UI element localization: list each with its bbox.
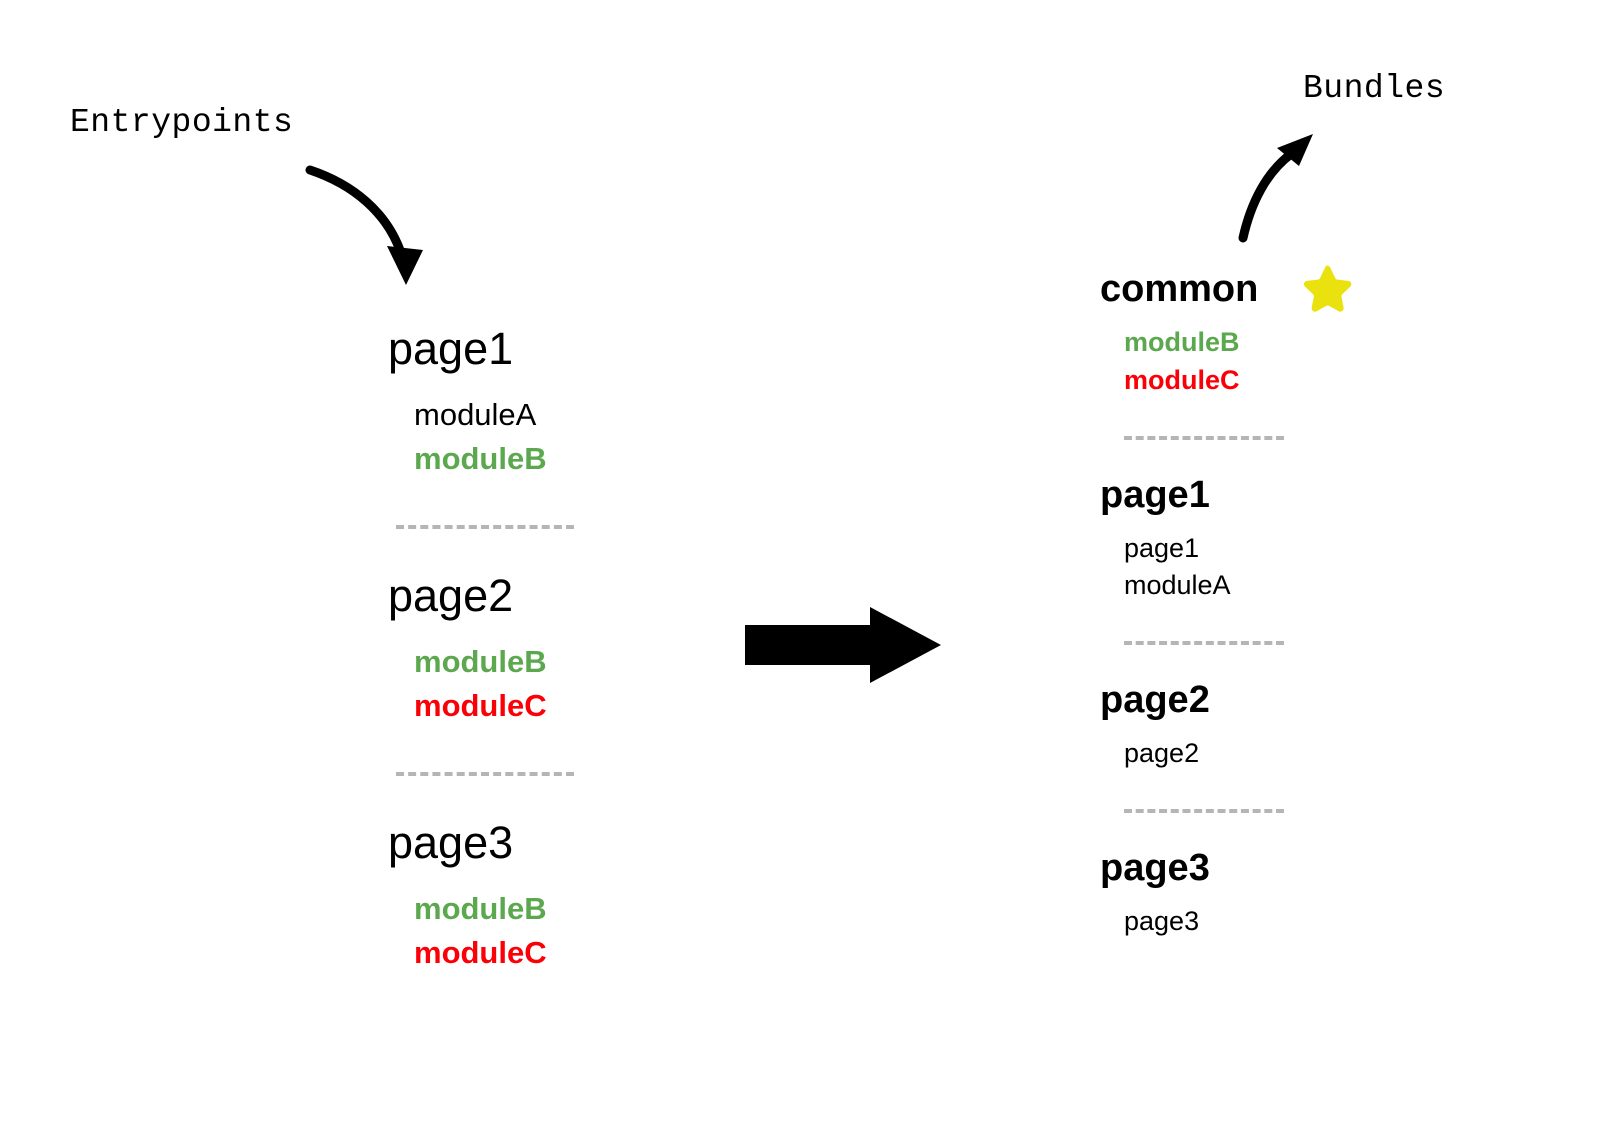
group-separator [1124,435,1284,440]
group-separator [1124,641,1284,646]
bundle-content-item: moduleA [1124,570,1231,601]
module-item: moduleC [414,935,547,971]
bundle-title: common [1100,268,1259,310]
bundle-title: page3 [1100,846,1210,889]
curved-arrow-down-right-icon [305,165,423,285]
entrypoint-group: page1 moduleA moduleB [388,326,648,481]
entrypoint-module-list: moduleB moduleC [388,887,648,975]
bundle-content-list: page3 [1100,903,1380,941]
module-item: moduleB [414,644,547,680]
bundle-title: page1 [1100,473,1210,516]
bundle-content-item: moduleB [1124,327,1240,357]
curved-arrow-up-right-icon [1238,134,1313,243]
bundle-group: common moduleB moduleC [1100,265,1380,400]
bundle-group: page2 page2 [1100,681,1380,773]
entrypoint-group: page3 moduleB moduleC [388,820,648,975]
module-item: moduleC [414,688,547,724]
group-separator [396,525,574,530]
bundle-content-item: page1 [1124,532,1200,563]
star-icon [1301,262,1353,314]
bundle-title: page2 [1100,679,1210,722]
block-arrow-right-icon [745,607,941,683]
bundle-content-list: moduleB moduleC [1100,324,1380,400]
bundle-content-list: page2 [1100,735,1380,773]
group-separator [396,772,574,777]
entrypoint-title: page2 [388,570,514,622]
entrypoint-module-list: moduleA moduleB [388,393,648,481]
bundle-content-list: page1 moduleA [1100,530,1380,606]
entrypoint-group: page2 moduleB moduleC [388,573,648,728]
module-item: moduleA [414,397,537,432]
module-item: moduleB [414,891,547,927]
bundle-content-item: moduleC [1124,364,1240,395]
bundles-column: common moduleB moduleC page1 page1 modul… [1100,265,1380,941]
bundles-caption: Bundles [1303,70,1446,107]
entrypoints-column: page1 moduleA moduleB page2 moduleB modu… [388,326,648,975]
entrypoint-title: page1 [388,323,514,374]
entrypoint-module-list: moduleB moduleC [388,640,648,728]
module-item: moduleB [414,441,547,477]
bundle-group: page3 page3 [1100,849,1380,941]
group-separator [1124,808,1284,813]
bundle-group: page1 page1 moduleA [1100,476,1380,606]
bundle-content-item: page3 [1124,905,1200,936]
entrypoint-title: page3 [388,817,514,869]
entrypoints-caption: Entrypoints [70,104,294,141]
bundle-content-item: page2 [1124,738,1200,769]
